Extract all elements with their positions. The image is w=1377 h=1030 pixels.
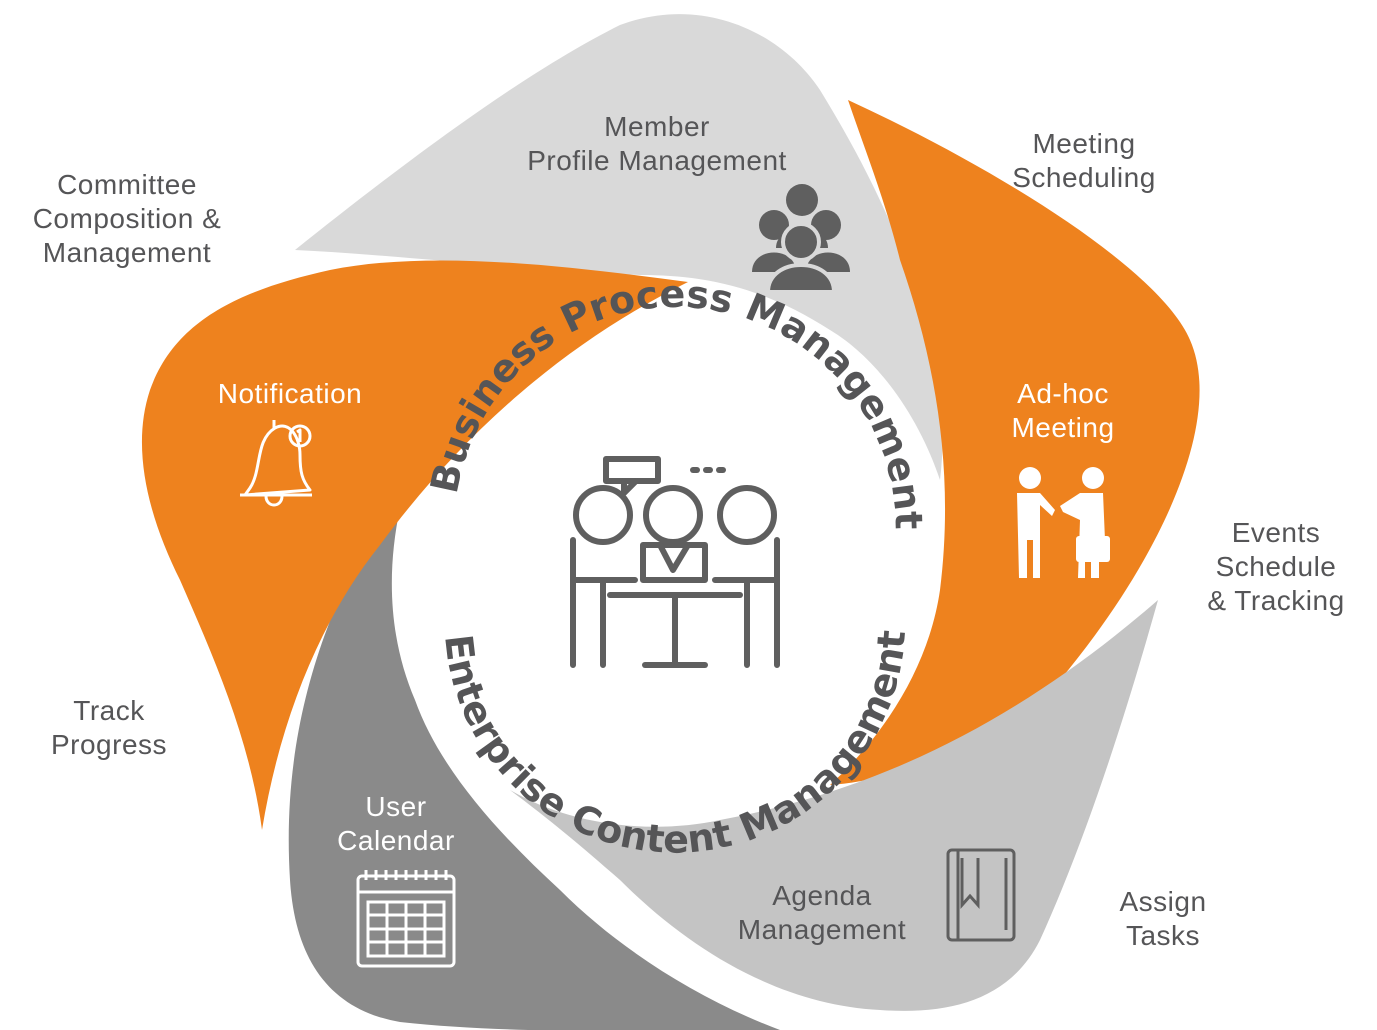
bell-icon — [240, 420, 312, 507]
handshake-icon — [1017, 467, 1110, 578]
agenda-book-icon — [946, 848, 1016, 942]
segment-label-notification: Notification — [217, 378, 363, 409]
calendar-icon — [356, 870, 456, 968]
segment-user-calendar — [288, 470, 780, 1030]
team-meeting-icon — [570, 456, 780, 668]
segment-member-profile — [295, 14, 943, 480]
group-users-icon — [752, 184, 850, 294]
segment-agenda-management — [510, 600, 1158, 1011]
segment-adhoc-meeting — [830, 100, 1200, 785]
segment-notification — [141, 260, 688, 831]
